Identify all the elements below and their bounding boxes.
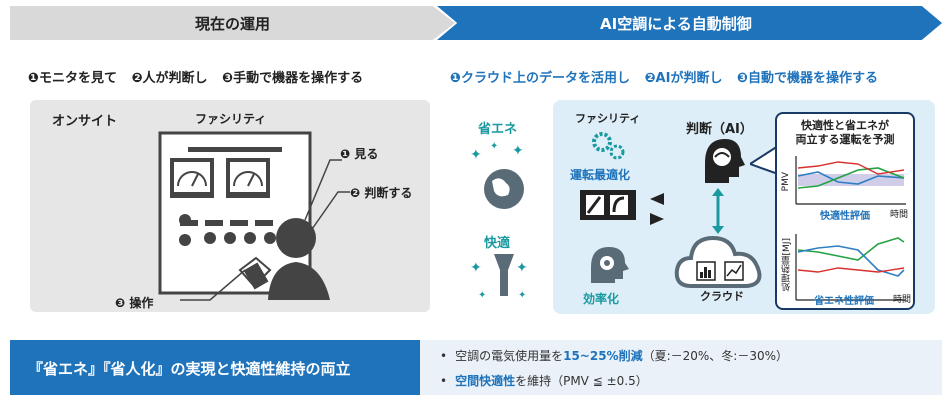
callout-judge: ❷ 判断する [350, 186, 413, 200]
ai-control-title: AI空調による自動制御 [600, 15, 752, 33]
current-operation-title: 現在の運用 [195, 15, 271, 33]
energy-saving-label: 省エネ [478, 122, 518, 137]
bidirectional-arrow-icon [712, 188, 724, 234]
chart2-series-blue [797, 245, 905, 277]
prediction-title-line1: 快適性と省エネが [801, 119, 889, 132]
chart2-xlabel: 時間 [893, 295, 912, 305]
left-steps: ❶モニタを見て ❷人が判断し ❸手動で機器を操作する [28, 67, 363, 86]
result-details [420, 340, 942, 395]
cloud-icon [674, 235, 762, 288]
control-switch-icon [580, 190, 636, 220]
chart2-series-green [797, 237, 905, 261]
left-step-3: ❸手動で機器を操作する [222, 71, 364, 86]
svg-text:✦: ✦ [490, 141, 498, 152]
ai-control-header [437, 6, 942, 40]
prediction-charts [795, 156, 906, 301]
result-bullet-2: •空間快適性を維持（PMV ≦ ±0.5） [440, 374, 648, 388]
prediction-title-line2: 両立する運転を予測 [795, 133, 895, 146]
svg-text:✦: ✦ [478, 290, 486, 301]
bullet2-suffix: を維持（PMV ≦ ±0.5） [515, 374, 648, 388]
svg-text:✦: ✦ [470, 260, 482, 276]
prediction-box [775, 112, 915, 310]
chart1-series-red [797, 161, 905, 175]
bullet1-prefix: 空調の電気使用量を [455, 349, 564, 363]
result-bullet-1: •空調の電気使用量を15~25%削減（夏:－20%、冬:－30%） [440, 349, 789, 363]
right-step-1: ❶クラウド上のデータを活用し [450, 71, 631, 86]
chart1-series-green [797, 167, 905, 189]
callout-operate: ❸ 操作 [115, 296, 154, 310]
callout-see: ❶ 見る [340, 147, 379, 161]
comfort-band [798, 174, 904, 186]
onsite-label: オンサイト [52, 114, 118, 129]
ai-head-icon [705, 139, 745, 183]
bullet1-bold: 15~25%削減 [563, 349, 643, 363]
chart2-ylabel: 処理熱量[MJ] [782, 238, 792, 292]
result-banner [10, 340, 420, 395]
ai-facility-label: ファシリティ [575, 112, 641, 125]
svg-text:✦: ✦ [512, 143, 524, 159]
chart1-ylabel: PMV [781, 172, 791, 192]
gears-icon [592, 132, 625, 160]
prediction-title: 快適性と省エネが 両立する運転を予測 [780, 119, 910, 147]
judgment-label: 判断（AI） [686, 122, 753, 137]
exchange-arrows-icon [650, 193, 664, 225]
right-step-3: ❸自動で機器を操作する [736, 71, 878, 86]
chart2-series-red [797, 267, 905, 273]
person-icon: ✦ ✦ ✦ ✦ [470, 254, 528, 301]
current-operation-header [10, 6, 455, 40]
right-steps: ❶クラウド上のデータを活用し ❷AIが判断し ❸自動で機器を操作する [450, 67, 878, 86]
bullet2-bold: 空間快適性 [455, 374, 516, 388]
control-panel-illustration [158, 131, 350, 301]
efficiency-label: 効率化 [583, 292, 620, 306]
chart1-series-blue [797, 171, 905, 185]
chart2-caption: 省エネ性評価 [814, 296, 874, 307]
svg-text:✦: ✦ [470, 147, 482, 163]
gauge-icon [226, 158, 270, 198]
gauge-icon [170, 158, 214, 198]
onsite-facility-label: ファシリティ [195, 112, 267, 126]
operator-icon [238, 218, 330, 300]
brain-gear-icon [591, 247, 629, 283]
chart1-xlabel: 時間 [890, 210, 909, 220]
optimization-label: 運転最適化 [570, 168, 631, 182]
left-step-2: ❷人が判断し [131, 71, 208, 86]
comfort-label: 快適 [484, 236, 511, 251]
right-step-2: ❷AIが判断し [644, 71, 723, 86]
svg-text:✦: ✦ [516, 260, 528, 276]
left-step-1: ❶モニタを見て [28, 71, 118, 86]
svg-text:✦: ✦ [518, 290, 526, 301]
globe-icon: ✦ ✦ ✦ [470, 141, 524, 209]
bullet1-suffix: （夏:－20%、冬:－30%） [642, 349, 789, 363]
cloud-label: クラウド [700, 290, 744, 303]
chart1-caption: 快適性評価 [820, 211, 870, 222]
result-headline: 『省エネ』『省人化』の実現と快適性維持の両立 [28, 360, 351, 378]
